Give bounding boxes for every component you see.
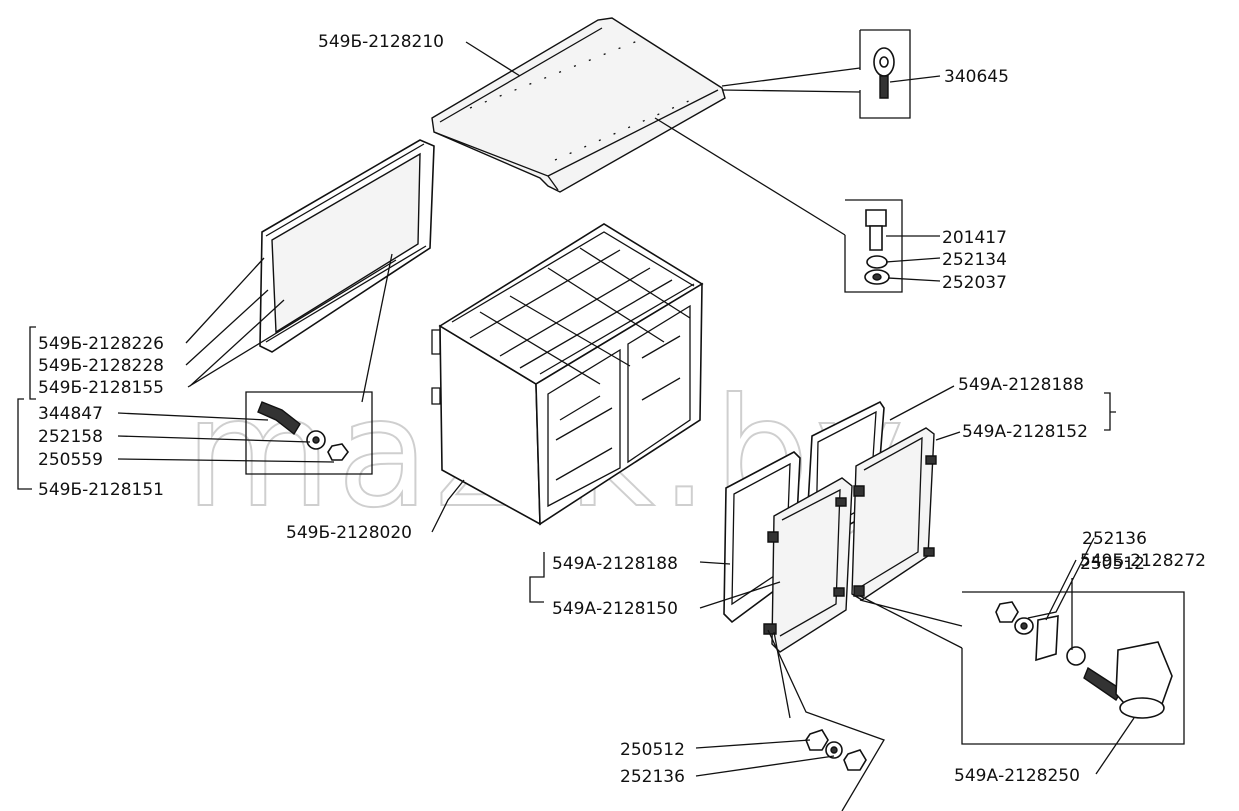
left-door bbox=[763, 477, 853, 653]
label-nut-e: 250512 bbox=[620, 740, 685, 760]
label-door-right: 549А-2128152 bbox=[962, 422, 1088, 442]
label-frame: 549Б-2128020 bbox=[286, 523, 412, 543]
label-bolt: 201417 bbox=[942, 228, 1007, 248]
roof-screw-inset bbox=[721, 29, 911, 119]
label-plate: 549Б-2128272 bbox=[1080, 551, 1206, 571]
label-door-seal-right: 549А-2128188 bbox=[958, 375, 1084, 395]
right-door bbox=[851, 427, 937, 601]
label-nut-d: 250512 bbox=[1080, 554, 1145, 574]
part-labels: 549Б-2128210 340645 201417 252134 252037… bbox=[38, 32, 1206, 787]
label-nut-c: 250559 bbox=[38, 450, 103, 470]
stud-inset bbox=[245, 391, 373, 475]
nut-inset bbox=[767, 629, 885, 811]
label-washer-b: 252037 bbox=[942, 273, 1007, 293]
label-washer-c: 252158 bbox=[38, 427, 103, 447]
label-washer-a: 252134 bbox=[942, 250, 1007, 270]
leader-lines bbox=[17, 41, 1135, 777]
cab-frame bbox=[431, 223, 704, 526]
label-roof: 549Б-2128210 bbox=[318, 32, 444, 52]
rear-window bbox=[259, 139, 435, 353]
label-screw-roof: 340645 bbox=[944, 67, 1009, 87]
bolt-inset bbox=[654, 117, 903, 293]
roof-panel bbox=[431, 17, 726, 193]
label-washer-e: 252136 bbox=[620, 767, 685, 787]
label-seal-2: 549Б-2128228 bbox=[38, 356, 164, 376]
label-stud: 344847 bbox=[38, 404, 103, 424]
label-glass-rear: 549Б-2128155 bbox=[38, 378, 164, 398]
label-hinge: 549А-2128250 bbox=[954, 766, 1080, 786]
label-washer-d: 252136 bbox=[1082, 529, 1147, 549]
hinge-inset bbox=[859, 591, 1185, 745]
label-door-seal-left: 549А-2128188 bbox=[552, 554, 678, 574]
label-group-left: 549Б-2128151 bbox=[38, 480, 164, 500]
label-door-left: 549А-2128150 bbox=[552, 599, 678, 619]
label-seal-1: 549Б-2128226 bbox=[38, 334, 164, 354]
